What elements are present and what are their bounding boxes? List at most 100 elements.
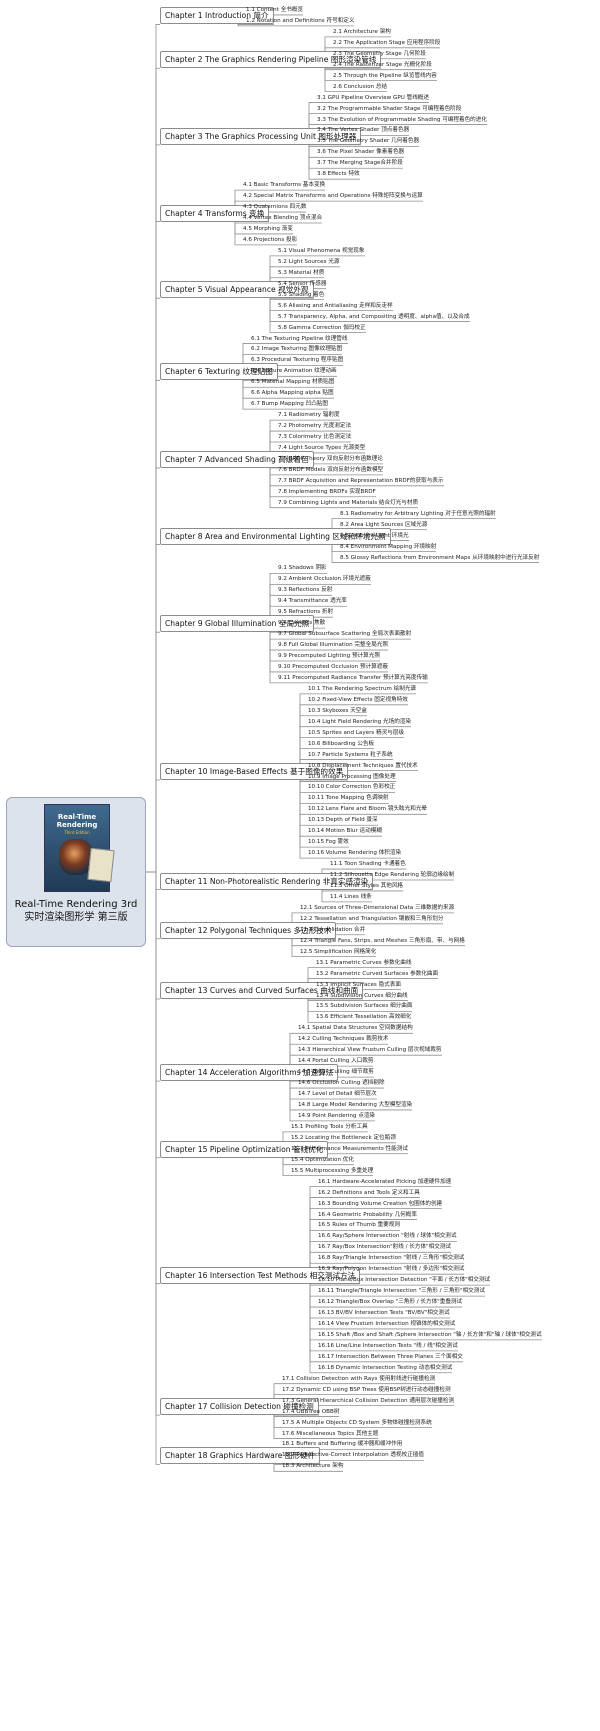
section-node[interactable]: 6.7 Bump Mapping 凹凸贴图 <box>251 401 328 408</box>
section-node[interactable]: 9.2 Ambient Occlusion 环境光遮蔽 <box>278 576 371 583</box>
section-node[interactable]: 9.8 Full Global Illumination 完整全局光照 <box>278 642 388 649</box>
chapter-node[interactable]: Chapter 12 Polygonal Techniques 多边形技术 <box>160 921 337 939</box>
section-node[interactable]: 10.11 Tone Mapping 色调映射 <box>308 795 389 802</box>
section-node[interactable]: 13.4 Subdivision Curves 细分曲线 <box>316 992 408 999</box>
section-node[interactable]: 12.1 Sources of Three-Dimensional Data 三… <box>300 904 455 911</box>
section-node[interactable]: 17.6 Miscellaneous Topics 其他主题 <box>282 1430 379 1437</box>
chapter-node[interactable]: Chapter 13 Curves and Curved Surfaces 曲线… <box>160 982 364 999</box>
section-node[interactable]: 16.15 Shaft /Box and Shaft /Sphere Inter… <box>318 1331 542 1338</box>
section-node[interactable]: 7.2 Photometry 光度测定法 <box>278 423 352 430</box>
section-node[interactable]: 4.5 Morphing 渐变 <box>243 226 293 232</box>
section-node[interactable]: 16.17 Intersection Between Three Planes … <box>318 1353 463 1360</box>
section-node[interactable]: 10.5 Sprites and Layers 精灵与层级 <box>308 729 405 736</box>
section-node[interactable]: 2.2 The Application Stage 应用程序阶段 <box>333 39 441 46</box>
section-node[interactable]: 6.1 The Texturing Pipeline 纹理管线 <box>251 335 348 342</box>
section-node[interactable]: 11.3 Other Styles 其他风格 <box>330 883 404 889</box>
section-node[interactable]: 10.13 Depth of Field 景深 <box>308 817 378 824</box>
section-node[interactable]: 3.7 The Merging Stage合并阶段 <box>317 160 403 167</box>
section-node[interactable]: 10.4 Light Field Rendering 光场的渲染 <box>308 718 411 725</box>
section-node[interactable]: 8.4 Environment Mapping 环境映射 <box>340 543 437 550</box>
section-node[interactable]: 14.4 Portal Culling 入口裁剪 <box>298 1058 374 1065</box>
section-node[interactable]: 17.5 A Multiple Objects CD System 多物体碰撞检… <box>282 1419 432 1426</box>
section-node[interactable]: 18.2 Perspective-Correct Interpolation 透… <box>282 1452 424 1459</box>
chapter-node[interactable]: Chapter 9 Global Illumination 全局光照 <box>160 615 315 633</box>
section-node[interactable]: 2.3 The Geometry Stage 几何阶段 <box>333 50 426 57</box>
section-node[interactable]: 7.8 Implementing BRDFs 实现BRDF <box>278 488 376 495</box>
section-node[interactable]: 5.4 Sensor 传感器 <box>278 280 327 287</box>
section-node[interactable]: 10.14 Motion Blur 运动模糊 <box>308 828 382 835</box>
section-node[interactable]: 16.8 Ray/Triangle Intersection "射线 / 三角形… <box>318 1255 465 1262</box>
section-node[interactable]: 4.2 Special Matrix Transforms and Operat… <box>243 193 423 200</box>
section-node[interactable]: 2.6 Conclusion 总结 <box>333 83 388 90</box>
section-node[interactable]: 16.1 Hardware-Accelerated Picking 加速硬件加速 <box>318 1178 452 1185</box>
section-node[interactable]: 8.5 Glossy Reflections from Environment … <box>340 554 540 561</box>
section-node[interactable]: 6.4 Texture Animation 纹理动画 <box>251 368 337 375</box>
section-node[interactable]: 10.9 Image Processing 图像处理 <box>308 773 396 780</box>
section-node[interactable]: 4.4 Vertex Blending 顶点混合 <box>243 215 323 222</box>
section-node[interactable]: 10.12 Lens Flare and Bloom 镜头眩光和光晕 <box>308 806 428 813</box>
section-node[interactable]: 14.2 Culling Techniques 裁剪技术 <box>298 1036 389 1043</box>
section-node[interactable]: 16.5 Rules of Thumb 重要规则 <box>318 1222 400 1229</box>
section-node[interactable]: 8.2 Area Light Sources 区域光源 <box>340 521 428 528</box>
section-node[interactable]: 16.12 Triangle/Box Overlap "三角形 / 长方体"重叠… <box>318 1299 463 1306</box>
section-node[interactable]: 10.1 The Rendering Spectrum 绘制光谱 <box>308 685 417 692</box>
chapter-node[interactable]: Chapter 10 Image-Based Effects 基于图像的效果 <box>160 763 349 780</box>
section-node[interactable]: 3.6 The Pixel Shader 像素着色器 <box>317 149 405 156</box>
section-node[interactable]: 14.8 Large Model Rendering 大型模型渲染 <box>298 1102 413 1108</box>
section-node[interactable]: 3.4 The Vertex Shader 顶点着色器 <box>317 127 410 134</box>
section-node[interactable]: 1.2 Notation and Definitions 符号和定义 <box>246 17 355 24</box>
section-node[interactable]: 10.2 Fixed-View Effects 固定视角特效 <box>308 696 408 703</box>
section-node[interactable]: 17.4 OBBTree OBB树 <box>282 1408 340 1415</box>
section-node[interactable]: 5.5 Shading 着色 <box>278 291 325 298</box>
section-node[interactable]: 16.7 Ray/Box Intersection"射线 / 长方体"相交测试 <box>318 1244 452 1251</box>
section-node[interactable]: 10.7 Particle Systems 粒子系统 <box>308 751 393 758</box>
section-node[interactable]: 10.6 Billboarding 公告板 <box>308 740 375 747</box>
section-node[interactable]: 13.6 Efficient Tessellation 高效细化 <box>316 1014 412 1021</box>
section-node[interactable]: 3.2 The Programmable Shader Stage 可编程着色阶… <box>317 105 462 112</box>
section-node[interactable]: 7.7 BRDF Acquisition and Representation … <box>278 477 444 484</box>
section-node[interactable]: 2.4 The Rasterizer Stage 光栅化阶段 <box>333 61 432 68</box>
section-node[interactable]: 16.6 Ray/Sphere Intersection "射线 / 球体"相交… <box>318 1233 457 1240</box>
section-node[interactable]: 15.3 Performance Measurements 性能测试 <box>291 1145 408 1152</box>
section-node[interactable]: 10.16 Volume Rendering 体积渲染 <box>308 850 402 857</box>
section-node[interactable]: 7.4 Light Source Types 光源类型 <box>278 445 366 451</box>
section-node[interactable]: 14.9 Point Rendering 点渲染 <box>298 1112 376 1119</box>
section-node[interactable]: 13.5 Subdivision Surfaces 细分曲面 <box>316 1003 413 1010</box>
section-node[interactable]: 9.9 Precomputed Lighting 预计算光照 <box>278 653 380 660</box>
section-node[interactable]: 16.4 Geometric Probability 几何概率 <box>318 1211 417 1218</box>
chapter-node[interactable]: Chapter 3 The Graphics Processing Unit 图… <box>160 127 362 145</box>
section-node[interactable]: 14.1 Spatial Data Structures 空间数据结构 <box>298 1025 413 1032</box>
section-node[interactable]: 9.6 Caustics 焦散 <box>278 620 326 627</box>
section-node[interactable]: 15.5 Multiprocessing 多重处理 <box>291 1167 374 1174</box>
section-node[interactable]: 3.3 The Evolution of Programmable Shadin… <box>317 116 487 123</box>
section-node[interactable]: 2.5 Through the Pipeline 纵览管线内容 <box>333 72 437 79</box>
section-node[interactable]: 12.5 Simplification 网格简化 <box>300 948 377 955</box>
section-node[interactable]: 6.3 Procedural Texturing 程序贴图 <box>251 357 344 364</box>
section-node[interactable]: 7.1 Radiometry 辐射度 <box>278 412 340 419</box>
chapter-node[interactable]: Chapter 2 The Graphics Rendering Pipelin… <box>160 51 382 69</box>
section-node[interactable]: 4.6 Projections 投影 <box>243 236 298 243</box>
section-node[interactable]: 6.6 Alpha Mapping alpha 贴图 <box>251 390 334 397</box>
section-node[interactable]: 13.3 Implicit Surfaces 隐式表面 <box>316 981 401 988</box>
chapter-node[interactable]: Chapter 5 Visual Appearance 视觉外观 <box>160 281 314 299</box>
section-node[interactable]: 11.1 Toon Shading 卡通着色 <box>330 861 406 868</box>
section-node[interactable]: 7.5 BRDF Theory 双向反射分布函数理论 <box>278 455 383 462</box>
section-node[interactable]: 9.11 Precomputed Radiance Transfer 预计算光亮… <box>278 674 428 681</box>
section-node[interactable]: 16.2 Definitions and Tools 定义和工具 <box>318 1189 420 1196</box>
section-node[interactable]: 9.3 Reflections 反射 <box>278 587 333 594</box>
section-node[interactable]: 11.2 Silhouette Edge Rendering 轮廓边缘绘制 <box>330 872 455 879</box>
section-node[interactable]: 6.5 Material Mapping 材质贴图 <box>251 379 335 386</box>
section-node[interactable]: 16.10 Plane/Box Intersection Detection "… <box>318 1277 491 1284</box>
section-node[interactable]: 11.4 Lines 线条 <box>330 893 372 900</box>
section-node[interactable]: 10.15 Fog 雾效 <box>308 839 349 846</box>
chapter-node[interactable]: Chapter 11 Non-Photorealistic Rendering … <box>160 872 374 890</box>
section-node[interactable]: 2.1 Architecture 架构 <box>333 28 391 35</box>
section-node[interactable]: 5.8 Gamma Correction 伽玛校正 <box>278 324 366 331</box>
section-node[interactable]: 18.3 Architecture 架构 <box>282 1463 344 1470</box>
section-node[interactable]: 5.6 Aliasing and Antialiasing 走样和反走样 <box>278 302 393 309</box>
section-node[interactable]: 13.2 Parametric Curved Surfaces 参数化曲面 <box>316 970 439 977</box>
chapter-node[interactable]: Chapter 18 Graphics Hardware 图形硬件 <box>160 1447 321 1465</box>
chapter-node[interactable]: Chapter 17 Collision Detection 碰撞检测 <box>160 1398 319 1416</box>
section-node[interactable]: 5.7 Transparency, Alpha, and Compositing… <box>278 313 470 320</box>
chapter-node[interactable]: Chapter 16 Intersection Test Methods 相交测… <box>160 1266 361 1284</box>
